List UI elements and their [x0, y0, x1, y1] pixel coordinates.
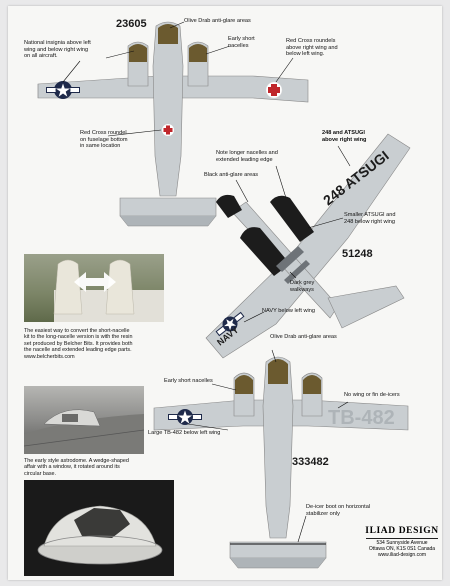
- label-national-insignia: National insignia above left wing and be…: [24, 40, 91, 60]
- caption-astrodome: The early style astrodome. A wedge-shape…: [24, 458, 129, 477]
- photo-astrodome-model: [24, 480, 174, 576]
- logo-address-line2: Ottawa ON, K1S 0S1 Canada: [368, 545, 436, 552]
- serial-middle: 51248: [342, 248, 373, 260]
- label-smaller-atsugi: Smaller ATSUGI and 248 below right wing: [344, 212, 396, 225]
- label-deicer-boot: De-icer boot on horizontal stabilizer on…: [306, 504, 371, 517]
- photo-nacelle-resin: [24, 254, 164, 322]
- label-short-nacelles-top: Early short nacelles: [228, 36, 255, 49]
- label-dark-grey-walkways: Dark grey walkways: [290, 280, 315, 293]
- label-longer-nacelles: Note longer nacelles and extended leadin…: [216, 150, 278, 163]
- logo-address-line1: 534 Sunnyside Avenue: [376, 540, 428, 546]
- label-red-cross-wing: Red Cross roundels above right wing and …: [286, 38, 338, 58]
- wing-code-tb: TB-482: [328, 407, 395, 429]
- photo-astrodome-early: [24, 386, 144, 454]
- aircraft-bottom-333482: TB-482: [153, 349, 409, 569]
- label-atsugi-above: 248 and ATSUGI above right wing: [322, 130, 367, 143]
- decal-instruction-sheet: NAVY 248 ATSUGI: [8, 6, 442, 580]
- logo-brand: ILIAD DESIGN: [365, 526, 439, 536]
- label-red-cross-fuselage: Red Cross roundel on fuselage bottom in …: [80, 130, 128, 150]
- logo-website: www.iliad-design.com: [377, 551, 427, 558]
- aircraft-top-23605: [37, 21, 309, 227]
- label-navy: NAVY below left wing: [262, 308, 315, 314]
- aircraft-drawings: NAVY 248 ATSUGI: [37, 21, 411, 569]
- label-large-tb: Large TB-482 below left wing: [148, 430, 221, 436]
- label-olive-drab-bottom: Olive Drab anti-glare areas: [270, 334, 337, 340]
- label-short-nacelles-bottom: Early short nacelles: [164, 378, 213, 384]
- aircraft-middle-51248: NAVY 248 ATSUGI: [205, 133, 411, 359]
- serial-bottom: 333482: [292, 456, 329, 468]
- logo-rule: [366, 538, 438, 539]
- caption-nacelle: The easiest way to convert the short-nac…: [24, 328, 133, 360]
- label-no-deicers: No wing or fin de-icers: [344, 392, 400, 398]
- label-olive-drab-top: Olive Drab anti-glare areas: [184, 18, 251, 24]
- label-black-antiglare: Black anti-glare areas: [204, 172, 259, 178]
- iliad-design-logo: ILIAD DESIGN 534 Sunnyside Avenue Ottawa…: [360, 526, 444, 574]
- serial-top: 23605: [116, 18, 147, 30]
